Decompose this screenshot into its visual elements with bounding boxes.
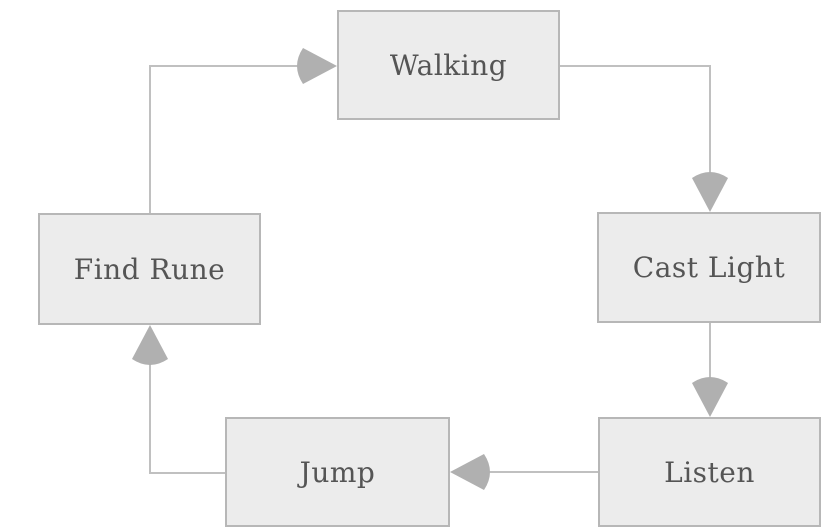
arrowhead-down-icon [692,172,728,212]
edge-listen-to-jump [450,454,598,490]
node-find-rune-label: Find Rune [73,252,226,286]
arrowhead-left-icon [450,454,490,490]
node-walking: Walking [337,10,560,120]
arrowhead-down-icon [692,377,728,417]
edge-find-rune-to-walking [149,48,337,213]
node-cast-light: Cast Light [597,212,821,323]
arrowhead-right-icon [297,48,337,84]
edge-jump-to-find-rune [132,325,225,474]
node-walking-label: Walking [389,48,508,82]
edge-walking-to-cast-light [560,65,728,212]
node-jump: Jump [225,417,450,527]
node-cast-light-label: Cast Light [632,251,786,284]
arrowhead-up-icon [132,325,168,365]
node-jump-label: Jump [299,455,376,489]
node-listen-label: Listen [664,455,755,489]
node-listen: Listen [598,417,821,527]
node-find-rune: Find Rune [38,213,261,325]
edge-cast-light-to-listen [692,323,728,417]
